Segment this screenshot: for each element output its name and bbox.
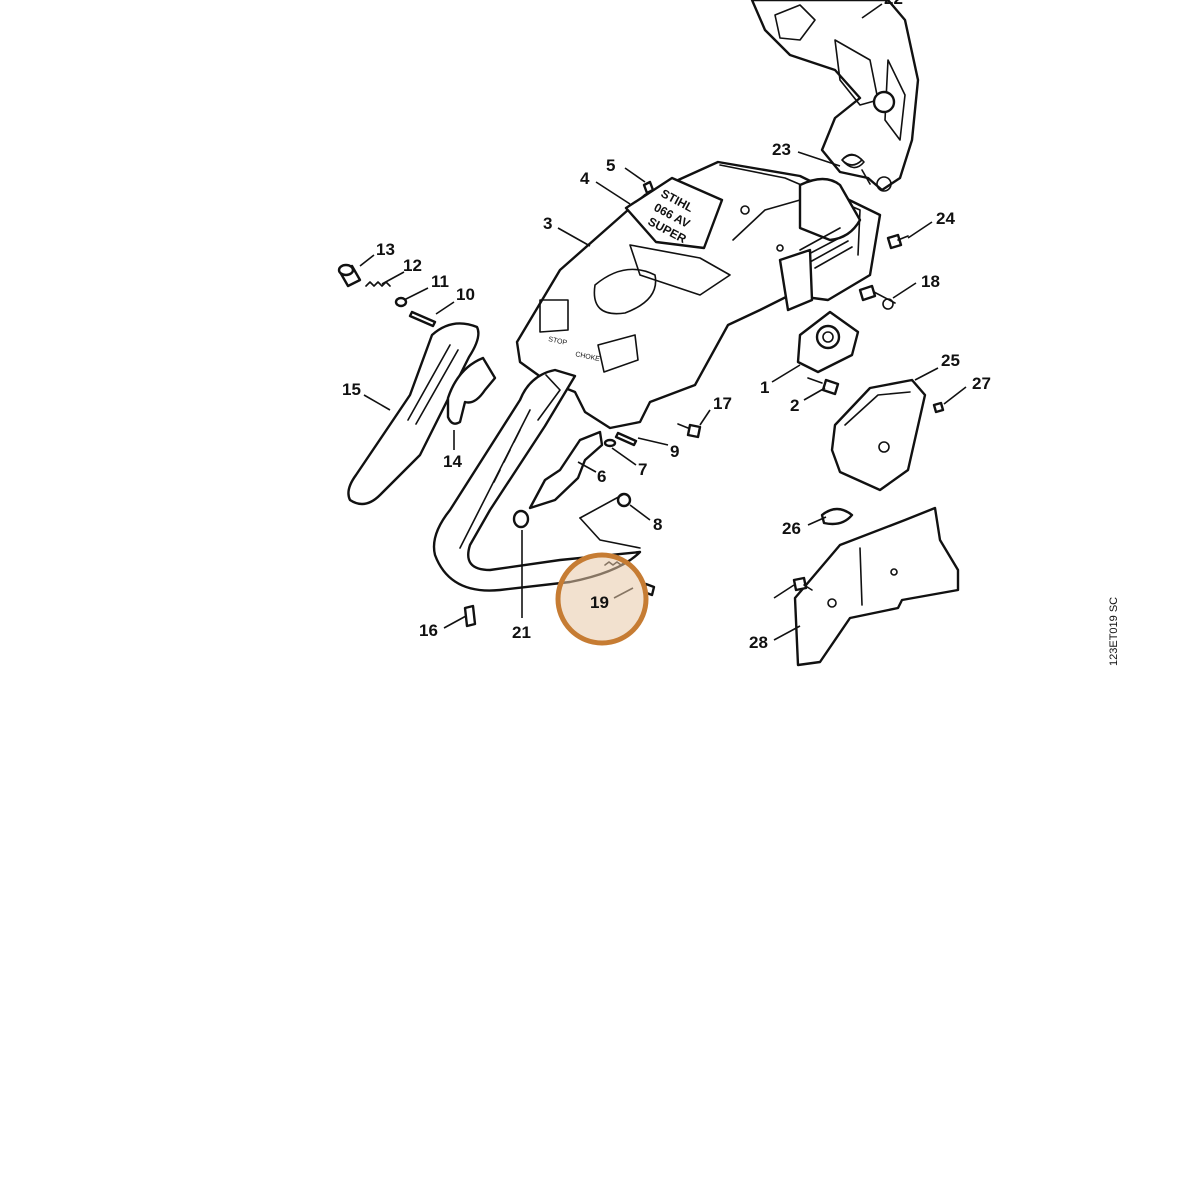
part-6-interlock[interactable] — [528, 430, 604, 510]
part-7-clip[interactable] — [603, 438, 617, 448]
callout-labels: 22 23 5 4 3 24 18 13 12 11 10 15 14 1 2 … — [342, 0, 991, 652]
callout-26: 27 — [972, 374, 991, 393]
part-1-av-mount[interactable] — [796, 310, 860, 374]
callout-8: 8 — [653, 515, 662, 534]
part-21-hand-guard[interactable] — [750, 0, 920, 192]
callout-27: 28 — [749, 633, 768, 652]
part-16-screw[interactable] — [463, 604, 477, 628]
callout-7: 7 — [638, 460, 647, 479]
part-25-plug[interactable] — [820, 507, 854, 526]
callout-13: 13 — [376, 240, 395, 259]
part-17-screw[interactable] — [677, 423, 702, 439]
callout-17: 17 — [713, 394, 732, 413]
part-10-pin[interactable] — [408, 310, 437, 328]
callout-2: 2 — [790, 396, 799, 415]
callout-14: 14 — [443, 452, 462, 471]
callout-5: 5 — [606, 156, 615, 175]
part-18-screw[interactable] — [858, 284, 896, 310]
rear-handle[interactable] — [432, 368, 642, 592]
callout-25: 26 — [782, 519, 801, 538]
part-20-bushing[interactable] — [512, 509, 530, 529]
part-3-shroud[interactable] — [515, 160, 882, 430]
callout-10: 10 — [456, 285, 475, 304]
part-2-screw[interactable] — [807, 377, 840, 396]
callout-1: 1 — [760, 378, 769, 397]
part-8-spring[interactable] — [579, 492, 632, 519]
callout-23: 24 — [936, 209, 955, 228]
callout-19[interactable]: 19 — [590, 593, 609, 612]
callout-20: 21 — [512, 623, 531, 642]
part-23-screw[interactable] — [886, 233, 909, 250]
part-5-pin[interactable] — [642, 180, 655, 195]
part-13-bushing[interactable] — [337, 263, 362, 288]
callout-12: 12 — [403, 256, 422, 275]
callout-22: 23 — [772, 140, 791, 159]
part-15-handle-cover[interactable] — [347, 322, 480, 506]
leader-lines — [359, 3, 967, 641]
highlight-marker-19[interactable] — [555, 552, 649, 646]
callout-11: 11 — [431, 272, 449, 291]
part-28-screw[interactable] — [792, 576, 813, 592]
part-14-trigger[interactable] — [446, 356, 497, 425]
part-22-spring[interactable] — [841, 153, 871, 185]
stop-label: STOP — [548, 336, 568, 347]
reference-code: 123ET019 SC — [1108, 597, 1120, 666]
callout-21: 22 — [884, 0, 903, 8]
callout-9: 9 — [670, 442, 679, 461]
part-27-rear-plate[interactable] — [793, 506, 960, 667]
part-9-pin[interactable] — [614, 431, 638, 447]
part-4-decal[interactable]: STIHL 066 AV SUPER — [624, 176, 724, 250]
callout-16: 16 — [419, 621, 438, 640]
part-26-screw[interactable] — [932, 401, 945, 414]
callout-24: 25 — [941, 351, 960, 370]
callout-4: 4 — [580, 169, 590, 188]
callout-6: 6 — [597, 467, 606, 486]
part-24-cover[interactable] — [830, 378, 927, 492]
callout-15: 15 — [342, 380, 361, 399]
callout-3: 3 — [543, 214, 552, 233]
part-12-spring[interactable] — [365, 281, 391, 287]
part-11-washer[interactable] — [394, 296, 408, 308]
callout-18: 18 — [921, 272, 940, 291]
